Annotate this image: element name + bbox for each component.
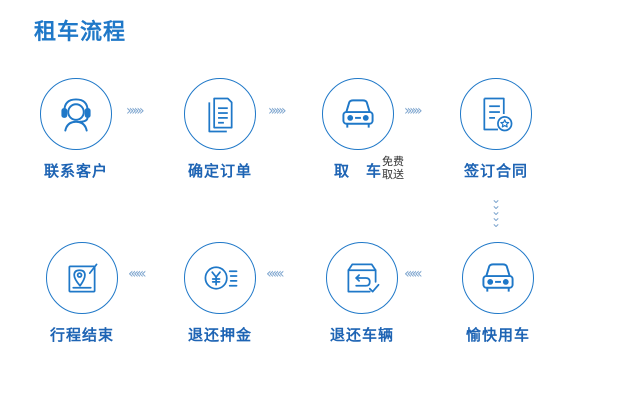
yuan-coin-icon [204,266,238,290]
car-icon [482,263,514,292]
arrow-connector: ‹‹‹‹‹‹ [404,266,423,282]
step-label: 取 车 [333,162,382,180]
step-label: 联系客户 [43,162,108,180]
down-arrow: ⌄ [490,216,502,230]
documents-icon [208,97,233,133]
step-return-vehicle [326,242,398,314]
step-note-line: 取送 [382,168,404,181]
step-contact-customer [40,78,112,150]
down-arrow: ⌄ [490,204,502,218]
arrow-connector: ›››››› [404,103,423,119]
return-box-icon [347,263,380,293]
down-arrow: ⌄ [490,198,502,212]
step-refund-deposit [184,242,256,314]
step-note: 免费 取送 [382,155,404,181]
step-label: 签订合同 [463,162,528,180]
step-label: 退还押金 [187,326,252,344]
arrow-connector-down: ⌄ ⌄ ⌄ ⌄ ⌄ [488,192,504,230]
step-label: 行程结束 [49,326,114,344]
step-trip-end [46,242,118,314]
location-document-icon [68,263,98,293]
customer-service-icon [61,98,91,132]
step-confirm-order [184,78,256,150]
step-note-line: 免费 [382,155,404,168]
step-sign-contract [460,78,532,150]
step-enjoy-car [462,242,534,314]
down-arrow: ⌄ [490,192,502,206]
contract-icon [483,97,513,132]
down-arrow: ⌄ [490,210,502,224]
step-pick-up-car [322,78,394,150]
step-label: 愉快用车 [465,326,530,344]
step-label: 退还车辆 [329,326,394,344]
arrow-connector: ›››››› [268,103,287,119]
arrow-connector: ‹‹‹‹‹‹ [266,266,285,282]
arrow-connector: ›››››› [126,103,145,119]
step-label: 确定订单 [187,162,252,180]
page-title: 租车流程 [34,20,127,45]
car-icon [342,99,374,128]
arrow-connector: ‹‹‹‹‹‹ [128,266,147,282]
